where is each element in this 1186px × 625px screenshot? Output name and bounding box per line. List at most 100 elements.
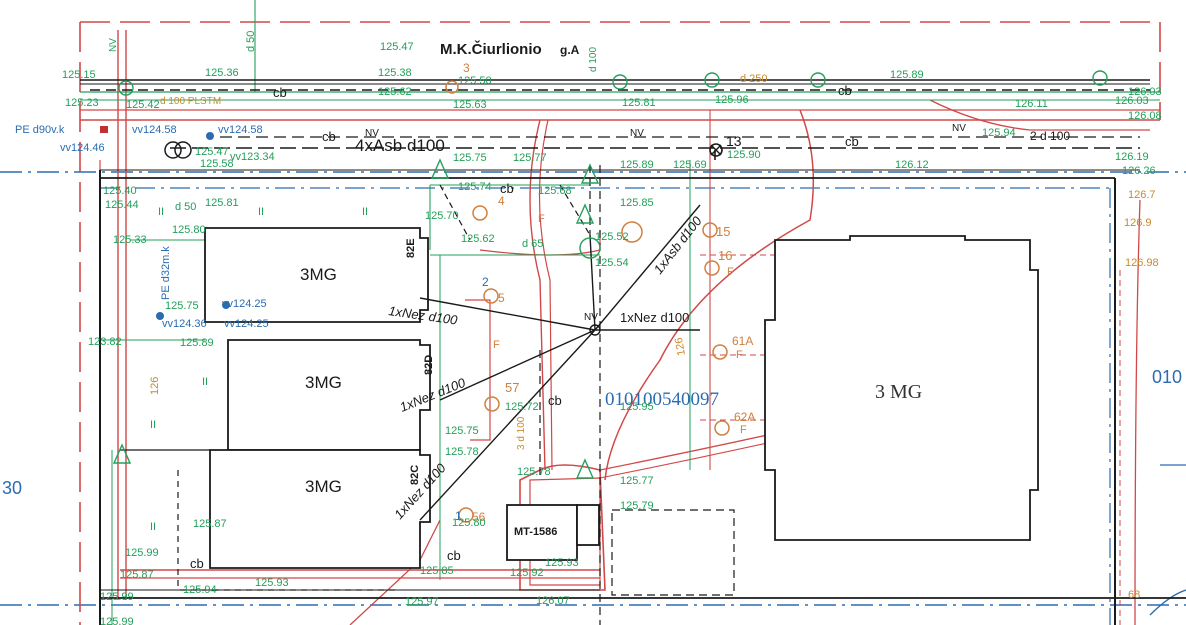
tree-icon xyxy=(704,72,720,88)
elevation: 125.63 xyxy=(453,99,487,111)
well-icon xyxy=(483,288,499,304)
elevation: 125.80 xyxy=(452,517,486,529)
elevation: 125.77 xyxy=(513,152,547,164)
f-marker: F xyxy=(493,339,500,351)
parcel-id: 010100540097 xyxy=(605,389,719,410)
tree-icon xyxy=(1092,70,1108,86)
well-number: 57 xyxy=(505,380,519,395)
water-level: vv124.25 xyxy=(222,298,267,310)
marker-icon xyxy=(100,126,108,133)
elevation: 125.40 xyxy=(103,185,137,197)
elevation: 125.94 xyxy=(982,127,1016,139)
elevation: 125.78 xyxy=(445,446,479,458)
elevation: 125.47 xyxy=(380,41,414,53)
tree-icon xyxy=(430,158,450,179)
well-number: 16 xyxy=(718,248,732,263)
water-level: vv124.58 xyxy=(132,124,177,136)
elevation: 125.90 xyxy=(727,149,761,161)
f-marker: F xyxy=(736,349,743,361)
building-3mg-large xyxy=(764,235,1039,541)
parcel-edge-left: 30 xyxy=(2,478,22,498)
cb-marker: cb xyxy=(447,548,461,563)
tree-icon xyxy=(612,74,628,90)
pipe-label: PE d90v.k xyxy=(15,124,65,136)
elevation: 125.42 xyxy=(126,99,160,111)
ii-marker: II xyxy=(362,206,368,218)
pipe-label: 3 d 100 xyxy=(516,416,527,450)
elevation: 125.85 xyxy=(420,565,454,577)
ii-marker: II xyxy=(258,206,264,218)
elevation: 126.03 xyxy=(1115,95,1149,107)
well-number: 5 xyxy=(498,291,505,305)
tree-icon xyxy=(810,72,826,88)
well-icon xyxy=(472,205,488,221)
elevation: 125.95 xyxy=(620,401,654,413)
elevation: 125.62 xyxy=(378,86,412,98)
ii-marker: II xyxy=(158,206,164,218)
well-icon xyxy=(458,507,474,523)
elevation: 125.78 xyxy=(517,466,551,478)
nv-marker: NV xyxy=(108,38,119,52)
cb-marker: cb xyxy=(322,129,336,144)
well-icon xyxy=(709,143,723,157)
building-number: 82D xyxy=(423,355,435,375)
building-82d xyxy=(227,339,431,451)
pipe-label: 2 d 100 xyxy=(1030,129,1070,143)
f-marker: F xyxy=(740,424,747,436)
cb-marker: cb xyxy=(838,83,852,98)
water-point-icon xyxy=(206,132,214,140)
elevation: 125.75 xyxy=(445,425,479,437)
elevation: 125.79 xyxy=(620,500,654,512)
water-level: vv124.25 xyxy=(224,318,269,330)
well-number: 1 xyxy=(455,509,462,523)
elevation: 125.23 xyxy=(65,97,99,109)
ii-marker: II xyxy=(202,376,208,388)
contour-elevation: 126.9 xyxy=(1124,217,1152,229)
street-name: M.K.Čiurlionio xyxy=(440,40,542,58)
substation-label: MT-1586 xyxy=(514,526,557,538)
tree-icon xyxy=(118,80,134,96)
elevation: 125.69 xyxy=(673,159,707,171)
elevation: 125.99 xyxy=(125,547,159,559)
pipe-label: d 50 xyxy=(245,31,257,52)
elevation: 125.50 xyxy=(458,75,492,87)
building-label: 3MG xyxy=(305,373,342,392)
building-label: 3 MG xyxy=(875,381,922,403)
pipe-label: d 250 xyxy=(740,73,768,85)
elevation: 125.47 xyxy=(195,146,229,158)
tree-icon xyxy=(580,163,600,184)
contour-elevation: 126.7 xyxy=(1128,189,1156,201)
well-number: 2 xyxy=(482,275,489,289)
contour-elevation: 126.98 xyxy=(1125,257,1159,269)
building-82c xyxy=(209,449,431,569)
water-level: vv124.58 xyxy=(218,124,263,136)
symbols xyxy=(100,70,1108,523)
well-icon xyxy=(702,222,718,238)
elevation: 125.96 xyxy=(715,94,749,106)
elevation: 125.93 xyxy=(545,557,579,569)
well-number: 15 xyxy=(716,224,730,239)
nv-marker: NV xyxy=(584,312,598,323)
tree-icon xyxy=(112,443,132,464)
elevation: 126.19 xyxy=(1115,151,1149,163)
cb-marker: cb xyxy=(845,134,859,149)
tree-icon xyxy=(575,458,595,479)
elevation: 125.74 xyxy=(458,181,492,193)
elevation: 125.81 xyxy=(205,197,239,209)
well-icon xyxy=(714,420,730,436)
pipe-label: PE d32m.k xyxy=(160,246,172,300)
pipe-label: 1xAsb d100 xyxy=(651,213,706,277)
elevation: 125.33 xyxy=(113,234,147,246)
pipe-label: d 100 PLSTM xyxy=(160,96,221,107)
elevation: 126.12 xyxy=(895,159,929,171)
well-icon xyxy=(704,260,720,276)
contour-elevation: 126 xyxy=(149,377,161,395)
elevation: 125.75 xyxy=(165,300,199,312)
pipe-label: d 100 xyxy=(588,47,599,72)
building-label: 3MG xyxy=(300,265,337,284)
green-utility-lines xyxy=(80,0,1160,625)
elevation: 126.07 xyxy=(536,595,570,607)
pipe-label: 4xAsb d100 xyxy=(355,136,445,155)
elevation: 123.82 xyxy=(88,336,122,348)
well-icon xyxy=(445,80,459,94)
